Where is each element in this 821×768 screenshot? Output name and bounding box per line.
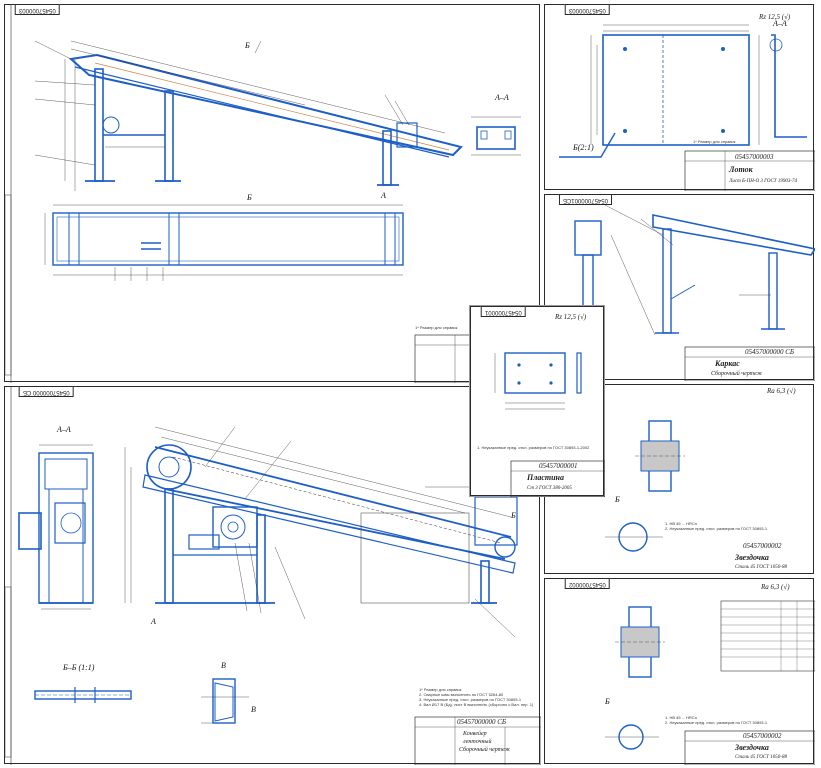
sprocket-1-drawing [605,420,685,552]
doc-sub2: Сборочный чертеж [459,747,511,753]
sprocket-2-drawing [605,600,815,765]
note-2: 2. Неуказанные пред. откл. размеров по Г… [665,720,768,725]
note-1: 1* Размер для справок [693,139,736,144]
note-4: 4. Вал Ø17 В (Бд), лист В выполнить (сбо… [419,702,534,707]
note-1: 1* Размер для справок [419,687,462,692]
doc-title: Каркас [715,359,740,368]
title-block: 05457000001 Пластина Ст 3 ГОСТ 380-2005 [511,461,605,497]
assembly-top-drawing [5,5,541,383]
doc-code: 05457000003 [735,153,774,161]
doc-material: Сталь 45 ГОСТ 1050-88 [735,755,787,760]
note-1: 1. HB 45 ... HRCэ [665,715,697,720]
doc-material: Сталь 45 ГОСТ 1050-88 [735,565,787,570]
roughness: Rz 12,5 (√) [555,313,587,321]
view-label-v: В [221,661,226,670]
doc-code: 05457000000 СБ [457,718,507,726]
section-label-a: А–А [57,425,71,434]
section-label-a: А–А [495,93,509,102]
arrow-label-v: В [251,705,256,714]
doc-material: Ст 3 ГОСТ 380-2005 [527,486,572,491]
notes: 1* Размер для справок [415,325,535,330]
roughness: Rz 12,5 (√) [759,13,791,21]
roughness: Ra 6,3 (√) [761,583,790,591]
title-block: 05457000000 СБ Каркас Сборочный чертеж [685,347,815,381]
view-label: Б [605,697,610,706]
arrow-label-b: Б [511,511,516,520]
title-block: 05457000000 СБ Конвейер ленточный Сбороч… [415,717,541,765]
doc-material: Лист Б-ПН-О 3 ГОСТ 19903-74 [729,179,797,184]
note-3: 3. Неуказанные пред. откл. размеров по Г… [419,697,522,702]
doc-subtitle: ленточный [463,739,492,745]
doc-title: Звездочка [735,743,769,752]
notes: 1* Размер для справок 2. Сварные швы вып… [419,687,537,707]
doc-title: Конвейер [463,731,487,737]
doc-title: Лоток [729,165,753,174]
sheet-assembly-top: 05457000003 [4,4,541,383]
chute-drawing [559,24,815,191]
doc-title: Пластина [527,473,564,482]
title-block: 05457000003 Лоток Лист Б-ПН-О 3 ГОСТ 199… [685,151,815,191]
section-label-b: Б–Б (1:1) [63,663,95,672]
doc-code: 05457000000 СБ [745,348,795,356]
doc-title: Звездочка [735,553,769,562]
title-block: 05457000002 Звездочка Сталь 45 ГОСТ 1050… [685,731,815,765]
roughness: Ra 6,3 (√) [767,387,796,395]
notes: 1. HB 45 ... HRCэ 2. Неуказанные пред. о… [665,521,805,531]
section-label: А–А [773,19,787,28]
sheet-plate: 05457000001 Rz 12,5 (√) 1. Неуказанные п… [470,306,605,497]
notes: 1* Размер для справок [693,139,803,144]
arrow-label-a: А [381,191,386,200]
detail-label: Б(2:1) [573,143,594,152]
sheet-sprocket-2: 05457000002 Ra 6,3 (√) Б 1. HB 45 ... HR… [544,578,815,765]
arrow-label-a: А [151,617,156,626]
sheet-assembly-main: 05457000000 СБ [4,386,541,765]
note-1: 1* Размер для справок [415,325,458,330]
doc-code: 05457000002 [743,542,782,550]
assembly-main-drawing [5,387,541,765]
plate-drawing [494,352,605,497]
title-block: 05457000002 Звездочка Сталь 45 ГОСТ 1050… [685,541,815,575]
doc-subtitle: Сборочный чертеж [711,371,763,377]
view-label: Б [615,495,620,504]
notes: 1. HB 45 ... HRCэ 2. Неуказанные пред. о… [665,715,805,725]
view-label-b: Б [247,193,252,202]
plate-note: 1. Неуказанные пред. откл. размеров по Г… [477,445,590,450]
arrow-label-b: Б [245,41,250,50]
note-2: 2. Неуказанные пред. откл. размеров по Г… [665,526,768,531]
note-1: 1. HB 45 ... HRCэ [665,521,697,526]
doc-code: 05457000001 [539,462,578,470]
sheet-chute: 05457000003 Rz 12,5 (√) А–А Б(2:1) 1* Ра… [544,4,815,191]
doc-code: 05457000002 [743,732,782,740]
note-2: 2. Сварные швы выполнить по ГОСТ 5264-80 [419,692,504,697]
